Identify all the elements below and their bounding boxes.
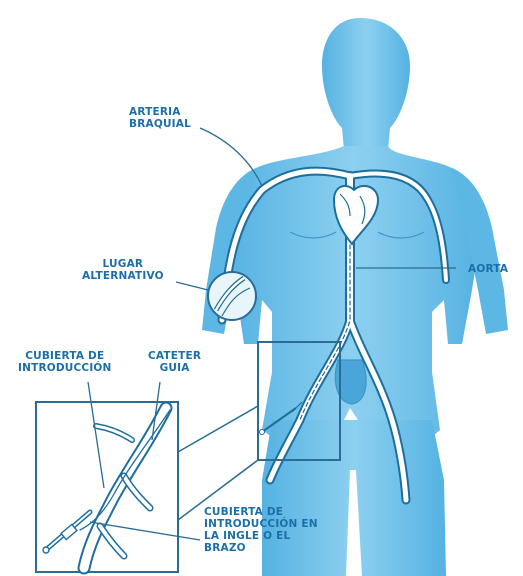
inset-detail-box xyxy=(36,402,178,572)
alternative-site-circle xyxy=(208,272,256,320)
inset-connector-top xyxy=(178,406,258,452)
label-cubierta-introduccion: CUBIERTA DE INTRODUCCIÓN xyxy=(18,350,112,374)
label-cateter-guia: CATETER GUIA xyxy=(148,350,201,374)
label-aorta: AORTA xyxy=(468,263,508,275)
label-cubierta-ingle: CUBIERTA DE INTRODUCCIÓN EN LA INGLE O E… xyxy=(204,506,318,554)
label-arteria-braquial: ARTERIA BRAQUIAL xyxy=(129,106,191,130)
head xyxy=(322,18,410,150)
label-lugar-alternativo: LUGAR ALTERNATIVO xyxy=(82,258,164,282)
